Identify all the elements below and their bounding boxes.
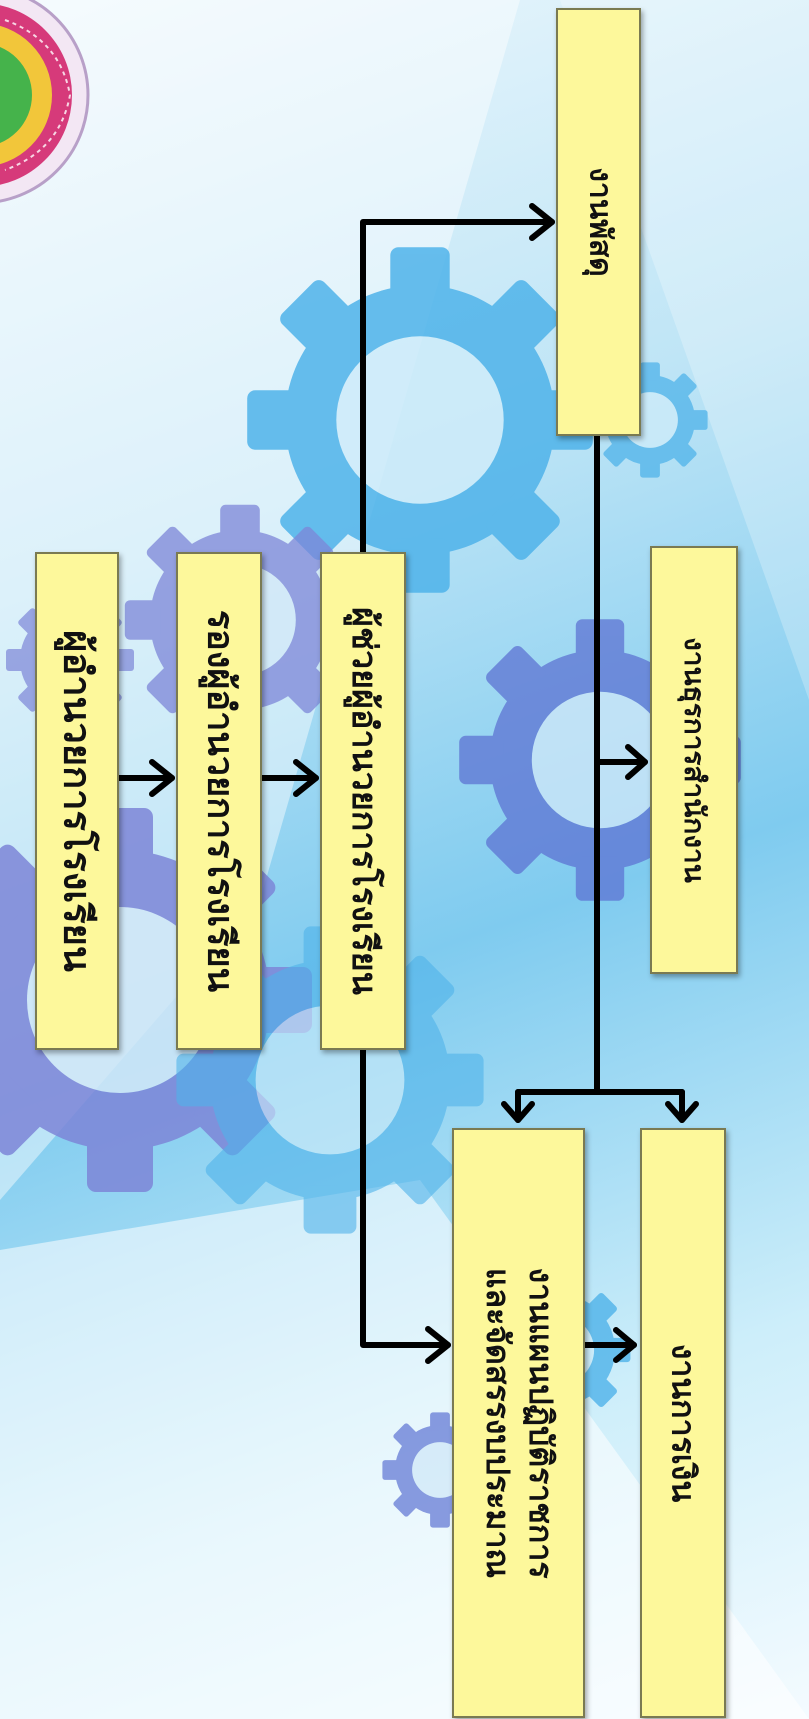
arrowhead	[293, 759, 319, 797]
arrowhead	[613, 1327, 637, 1363]
supplies-box: งานพัสดุ	[556, 8, 641, 436]
finance-box: งานการเงิน	[640, 1128, 726, 1718]
finance-label: งานการเงิน	[664, 1343, 703, 1503]
plan-budget-line2: และจัดสรรงบประมาณ	[478, 1267, 517, 1579]
arrowhead	[149, 759, 175, 797]
supplies-label: งานพัสดุ	[581, 167, 617, 277]
arrow-assistant-to-supplies	[360, 219, 555, 555]
arrowhead	[501, 1101, 535, 1123]
arrow-assistant-to-plan	[360, 1047, 451, 1348]
arrowhead	[625, 744, 648, 780]
plan-budget-box: งานแผนปฏิบัติราชการ และจัดสรรงบประมาณ	[452, 1128, 585, 1718]
arrowhead	[529, 203, 555, 241]
office-admin-label: งานธุรการสำนักงาน	[677, 637, 711, 883]
deputy-director-label: รองผู้อำนวยการโรงเรียน	[199, 609, 241, 993]
plan-budget-label: งานแผนปฏิบัติราชการ และจัดสรรงบประมาณ	[475, 1267, 561, 1578]
school-logo	[0, 0, 90, 203]
director-label: ผู้อำนวยการโรงเรียน	[55, 630, 100, 972]
assistant-director-label: ผู้ช่วยผู้อำนวยการโรงเรียน	[343, 607, 384, 995]
plan-budget-line1: งานแผนปฏิบัติราชการ	[521, 1267, 560, 1579]
deputy-director-box: รองผู้อำนวยการโรงเรียน	[176, 552, 262, 1050]
assistant-director-box: ผู้ช่วยผู้อำนวยการโรงเรียน	[320, 552, 406, 1050]
arrowhead	[425, 1326, 451, 1364]
director-box: ผู้อำนวยการโรงเรียน	[35, 552, 119, 1050]
arrowhead	[665, 1101, 699, 1123]
office-admin-box: งานธุรการสำนักงาน	[650, 546, 738, 974]
